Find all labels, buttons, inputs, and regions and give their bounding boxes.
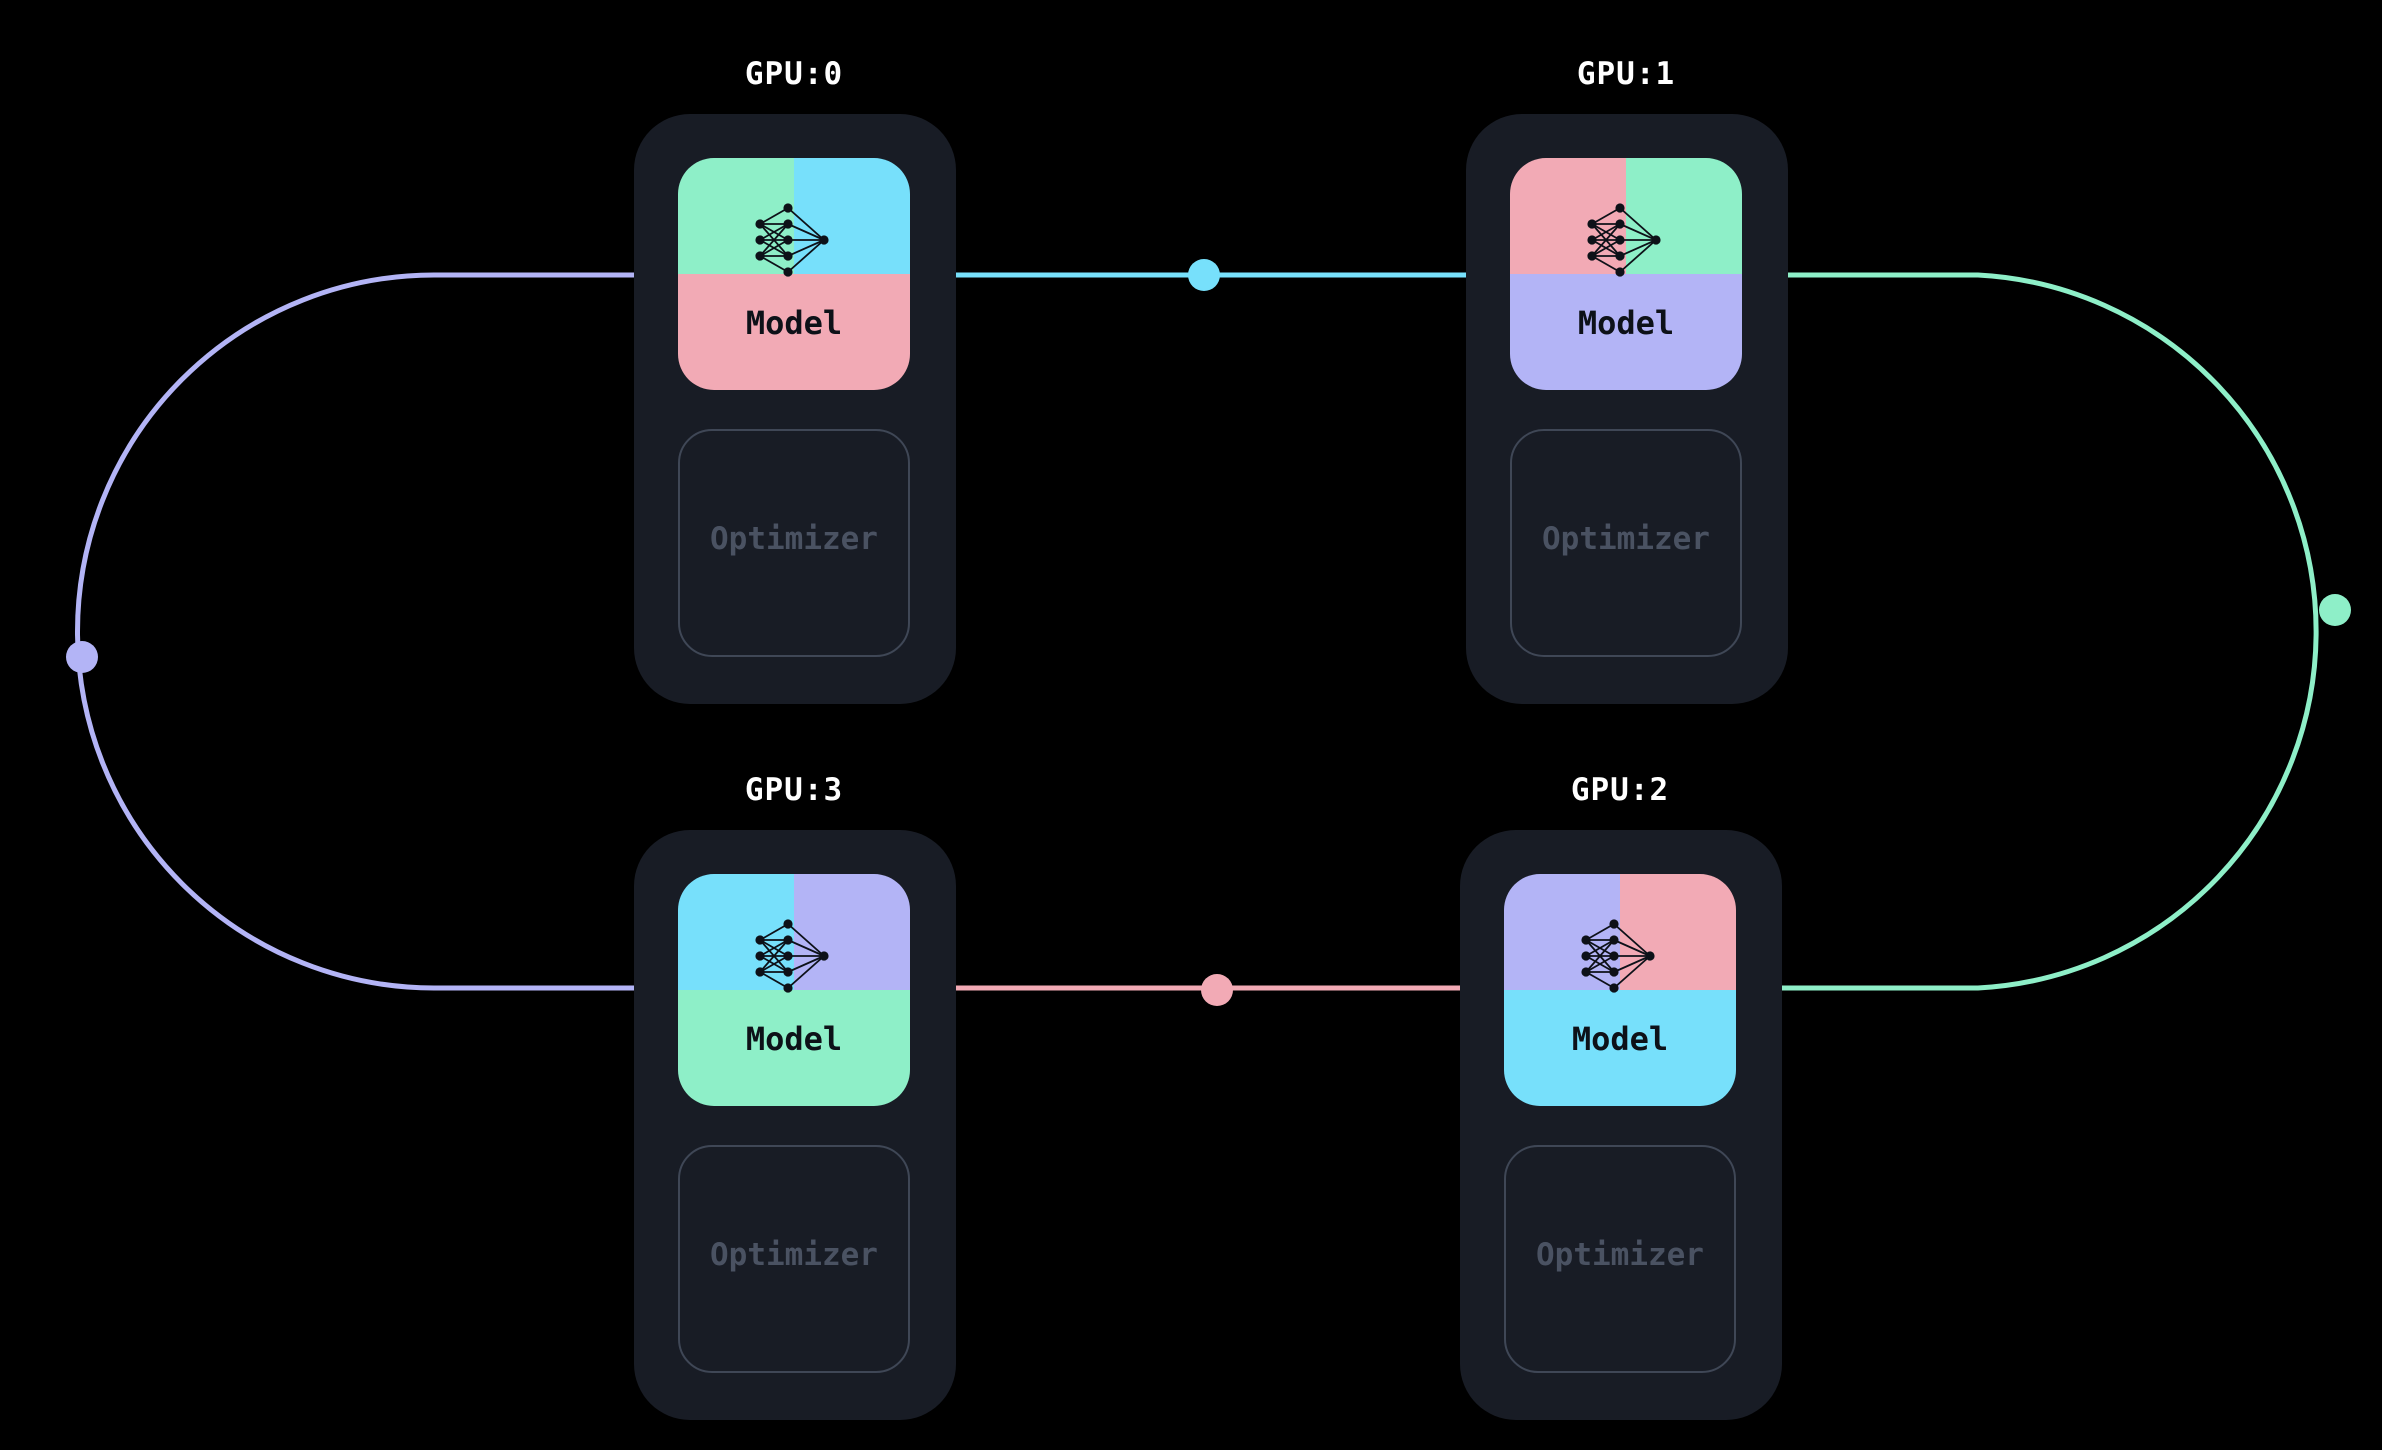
gpu-1-model-block: Model: [1510, 158, 1742, 390]
gpu-3-optimizer-block: Optimizer: [678, 1145, 910, 1373]
model-shard-top-right: [794, 874, 910, 990]
model-shard-bottom: [1504, 990, 1736, 1106]
model-shard-bottom: [1510, 274, 1742, 390]
ring-node-right: [2319, 594, 2351, 626]
gpu-3-model-block: Model: [678, 874, 910, 1106]
model-shard-top-right: [1620, 874, 1736, 990]
ring-left-arc: [75, 272, 680, 991]
ring-node-left: [66, 641, 98, 673]
gpu-0-card: Model Optimizer: [634, 114, 956, 704]
gpu-2-card: Model Optimizer: [1460, 830, 1782, 1420]
ring-right-arc: [1736, 272, 2319, 991]
neural-network-icon: [755, 203, 829, 277]
model-shard-bottom: [678, 274, 910, 390]
model-shard-bottom: [678, 990, 910, 1106]
model-shard-top-right: [794, 158, 910, 274]
gpu-3-model-label: Model: [745, 1020, 843, 1058]
gpu-2-optimizer-block: Optimizer: [1504, 1145, 1736, 1373]
gpu-1-card: Model Optimizer: [1466, 114, 1788, 704]
gpu-0-model-block: Model: [678, 158, 910, 390]
gpu-2-model-label: Model: [1571, 1020, 1669, 1058]
ring-node-top: [1188, 259, 1220, 291]
gpu-0-label: GPU:0: [744, 56, 844, 92]
gpu-0-optimizer-label: Optimizer: [710, 521, 878, 557]
neural-network-icon: [1581, 919, 1655, 993]
gpu-0-model-label: Model: [745, 304, 843, 342]
gpu-3-card: Model Optimizer: [634, 830, 956, 1420]
gpu-2-model-block: Model: [1504, 874, 1736, 1106]
gpu-1-optimizer-block: Optimizer: [1510, 429, 1742, 657]
model-shard-top-right: [1626, 158, 1742, 274]
gpu-2-optimizer-label: Optimizer: [1536, 1237, 1704, 1273]
gpu-1-model-label: Model: [1577, 304, 1675, 342]
ring-node-bottom: [1201, 974, 1233, 1006]
neural-network-icon: [1587, 203, 1661, 277]
gpu-3-optimizer-label: Optimizer: [710, 1237, 878, 1273]
gpu-3-label: GPU:3: [744, 772, 844, 808]
gpu-1-optimizer-label: Optimizer: [1542, 521, 1710, 557]
neural-network-icon: [755, 919, 829, 993]
gpu-1-label: GPU:1: [1576, 56, 1676, 92]
gpu-2-label: GPU:2: [1570, 772, 1670, 808]
gpu-0-optimizer-block: Optimizer: [678, 429, 910, 657]
